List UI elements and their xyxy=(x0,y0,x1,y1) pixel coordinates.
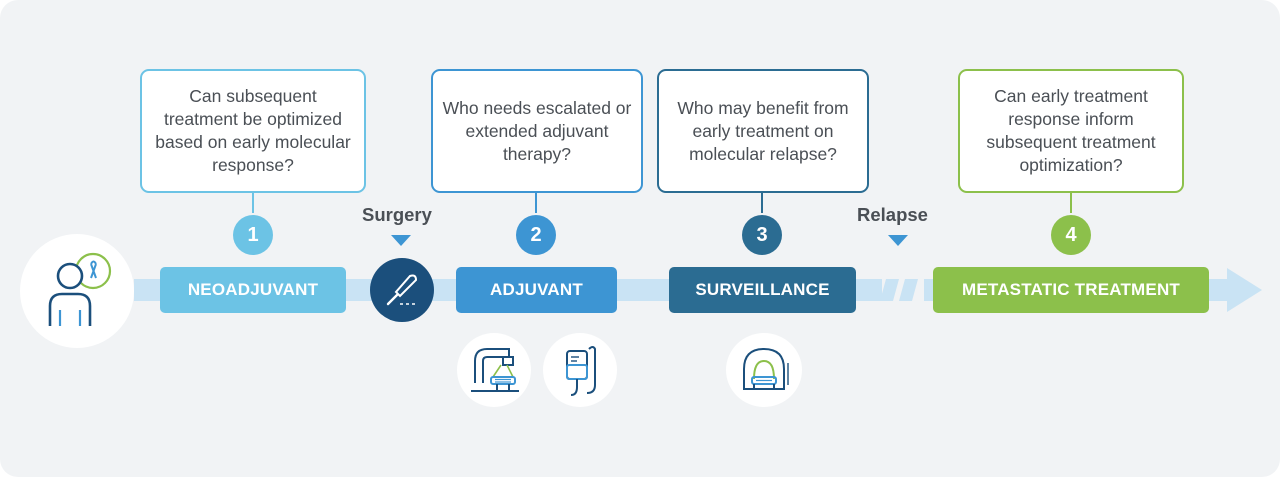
surgery-marker xyxy=(391,235,411,246)
step-number-3: 3 xyxy=(742,215,782,255)
question-bubble-3: Who may benefit from early treatment on … xyxy=(657,69,869,193)
radiation-machine-icon xyxy=(471,348,519,392)
phase-adjuvant: ADJUVANT xyxy=(456,267,617,313)
relapse-marker xyxy=(888,235,908,246)
scalpel-icon xyxy=(386,274,418,306)
question-text-2: Who needs escalated or extended adjuvant… xyxy=(442,97,632,164)
phase-neoadjuvant: NEOADJUVANT xyxy=(160,267,346,313)
radiation-icon-circle xyxy=(457,333,531,407)
step-number-1: 1 xyxy=(233,215,273,255)
patient-icon-circle xyxy=(20,234,134,348)
connector-1 xyxy=(252,193,254,213)
imaging-icon-circle xyxy=(726,333,802,407)
relapse-label: Relapse xyxy=(857,204,928,225)
question-text-4: Can early treatment response inform subs… xyxy=(986,86,1156,175)
question-bubble-2: Who needs escalated or extended adjuvant… xyxy=(431,69,643,193)
question-text-1: Can subsequent treatment be optimized ba… xyxy=(155,86,351,175)
step-number-2: 2 xyxy=(516,215,556,255)
connector-2 xyxy=(535,193,537,213)
connector-4 xyxy=(1070,193,1072,213)
surgery-icon-circle xyxy=(370,258,434,322)
phase-metastatic: METASTATIC TREATMENT xyxy=(933,267,1209,313)
question-bubble-1: Can subsequent treatment be optimized ba… xyxy=(140,69,366,193)
step-number-4: 4 xyxy=(1051,215,1091,255)
ct-scanner-icon xyxy=(743,347,789,390)
iv-bag-icon xyxy=(566,346,596,396)
patient-with-ribbon-icon xyxy=(48,252,112,326)
question-text-3: Who may benefit from early treatment on … xyxy=(677,97,849,164)
connector-3 xyxy=(761,193,763,213)
chemo-icon-circle xyxy=(543,333,617,407)
phase-surveillance: SURVEILLANCE xyxy=(669,267,856,313)
surgery-label: Surgery xyxy=(362,204,432,225)
question-bubble-4: Can early treatment response inform subs… xyxy=(958,69,1184,193)
